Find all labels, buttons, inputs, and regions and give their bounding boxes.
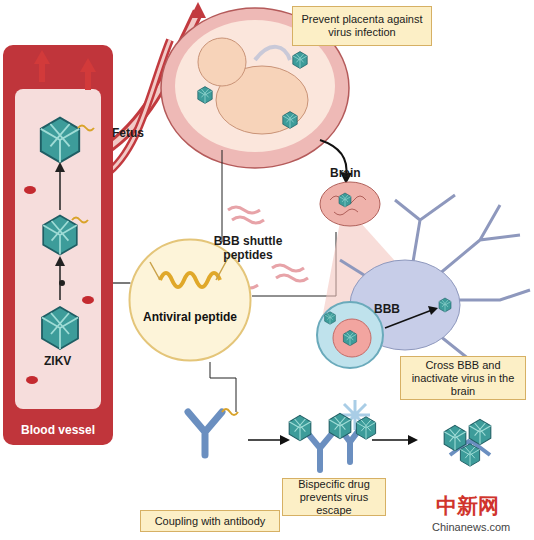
- fetus-head: [198, 38, 246, 86]
- callout-box: Prevent placenta against virus infection: [292, 6, 432, 46]
- part-label: BBB shuttle peptides: [196, 234, 300, 262]
- bbb-wall: [317, 302, 383, 368]
- blood-vessel: Blood vessel: [3, 45, 113, 445]
- callout-text: Prevent placenta against virus infection: [297, 13, 427, 39]
- callout-text: Cross BBB and inactivate virus in the br…: [405, 359, 521, 398]
- node-title: Antiviral peptide: [128, 310, 252, 324]
- flow-arrowhead: [408, 435, 418, 445]
- zika-virus: [439, 298, 451, 312]
- callout-box: Cross BBB and inactivate virus in the br…: [400, 356, 526, 400]
- node-title: Blood vessel: [3, 423, 113, 437]
- zika-virus: [444, 425, 466, 450]
- shuttle-wave: [276, 275, 308, 281]
- astrocyte: [340, 400, 370, 430]
- brain-fold: [330, 196, 366, 215]
- capillary: [333, 319, 371, 357]
- zika-virus: [283, 112, 297, 129]
- zika-virus: [460, 444, 479, 466]
- zika-virus: [339, 193, 351, 207]
- callout-box: Coupling with antibody: [140, 510, 280, 532]
- callout-box: Bispecific drug prevents virus escape: [282, 478, 386, 516]
- callout-text: Coupling with antibody: [155, 515, 266, 528]
- part-label: Fetus: [112, 126, 172, 140]
- umbilical-cord: [255, 47, 290, 60]
- peptide-tag: [222, 409, 238, 415]
- part-label: Brain: [330, 166, 390, 180]
- antibody: [188, 412, 222, 455]
- antibody-cluster: [450, 440, 490, 460]
- zika-virus: [329, 413, 351, 438]
- flow-arrowhead: [280, 435, 290, 445]
- zika-virus: [293, 52, 307, 69]
- vessel-branch: [105, 40, 170, 175]
- brain: [320, 182, 380, 226]
- callout-text: Bispecific drug prevents virus escape: [287, 478, 381, 517]
- vessel-shape: [3, 45, 113, 445]
- zika-virus: [325, 312, 336, 325]
- flow-arrow: [248, 439, 282, 441]
- flow-arrowhead: [428, 306, 438, 315]
- part-label: BBB: [374, 302, 414, 316]
- zika-virus: [289, 415, 311, 440]
- zika-virus: [469, 419, 491, 444]
- watermark: Chinanews.com: [432, 520, 532, 534]
- zika-virus: [198, 87, 212, 104]
- shuttle-wave: [272, 265, 304, 271]
- vessel-branch: [105, 40, 170, 175]
- flow-arrow: [372, 439, 410, 441]
- antibody: [305, 426, 362, 470]
- flow-arrowhead: [190, 2, 206, 18]
- leader-line: [222, 150, 223, 242]
- shuttle-wave: [232, 217, 264, 223]
- zika-virus: [343, 330, 356, 345]
- part-label: ZIKV: [44, 354, 94, 368]
- watermark: 中新网: [436, 494, 526, 518]
- leader-line: [210, 362, 236, 412]
- connector: [113, 283, 130, 284]
- zika-virus: [356, 417, 375, 439]
- shuttle-wave: [228, 207, 260, 213]
